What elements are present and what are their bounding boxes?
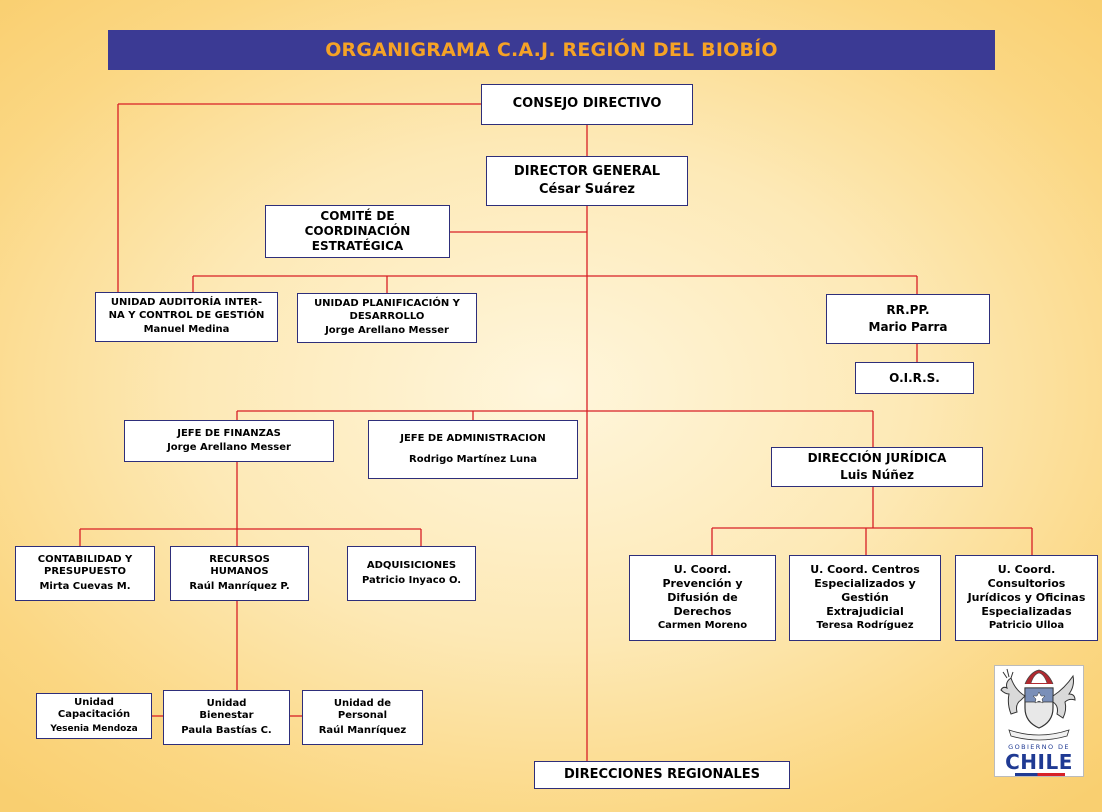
- node-recursos-humanos: RECURSOS HUMANOS Raúl Manríquez P.: [170, 546, 309, 601]
- node-title: DIRECTOR GENERAL: [513, 163, 661, 179]
- node-title: Unidad Bienestar: [199, 697, 254, 722]
- node-person: Teresa Rodríguez: [816, 620, 914, 632]
- node-person: Mario Parra: [868, 320, 948, 334]
- node-title: UNIDAD PLANIFICACIÓN Y DESARROLLO: [314, 298, 460, 322]
- node-person: Raúl Manríquez P.: [189, 580, 290, 592]
- node-title: DIRECCIÓN JURÍDICA: [807, 451, 947, 465]
- node-title: COMITÉ DE COORDINACIÓN ESTRATÉGICA: [304, 209, 411, 253]
- node-person: Patricio Ulloa: [988, 620, 1065, 632]
- node-unidad-auditoria: UNIDAD AUDITORÍA INTER- NA Y CONTROL DE …: [95, 292, 278, 342]
- node-person: Yesenia Mendoza: [50, 723, 138, 734]
- chart-title: ORGANIGRAMA C.A.J. REGIÓN DEL BIOBÍO: [108, 30, 995, 70]
- node-title: Unidad Capacitación: [57, 696, 131, 721]
- node-unidad-planificacion: UNIDAD PLANIFICACIÓN Y DESARROLLO Jorge …: [297, 293, 477, 343]
- node-person: Jorge Arellano Messer: [325, 325, 449, 337]
- logo-text-line2: CHILE: [1005, 750, 1073, 774]
- node-unidad-capacitacion: Unidad Capacitación Yesenia Mendoza: [36, 693, 152, 739]
- node-title: JEFE DE ADMINISTRACION: [400, 433, 546, 444]
- node-title: U. Coord. Prevención y Difusión de Derec…: [662, 563, 743, 618]
- node-title: JEFE DE FINANZAS: [177, 427, 281, 439]
- node-person: Carmen Moreno: [657, 620, 748, 632]
- node-unidad-bienestar: Unidad Bienestar Paula Bastías C.: [163, 690, 290, 745]
- node-title: ADQUISICIONES: [366, 560, 457, 571]
- node-person: Mirta Cuevas M.: [39, 580, 131, 592]
- logo-text-line1: GOBIERNO DE: [1008, 743, 1070, 751]
- node-person: Paula Bastías C.: [181, 724, 272, 736]
- node-title: U. Coord. Consultorios Jurídicos y Ofici…: [967, 563, 1086, 618]
- node-title: RR.PP.: [886, 303, 930, 317]
- node-jefe-finanzas: JEFE DE FINANZAS Jorge Arellano Messer: [124, 420, 334, 462]
- node-adquisiciones: ADQUISICIONES Patricio Inyaco O.: [347, 546, 476, 601]
- node-u-coord-consultorios: U. Coord. Consultorios Jurídicos y Ofici…: [955, 555, 1098, 641]
- node-contabilidad: CONTABILIDAD Y PRESUPUESTO Mirta Cuevas …: [15, 546, 155, 601]
- node-person: César Suárez: [539, 182, 635, 197]
- node-u-coord-prevencion: U. Coord. Prevención y Difusión de Derec…: [629, 555, 776, 641]
- node-direcciones-regionales: DIRECCIONES REGIONALES: [534, 761, 790, 789]
- node-direccion-juridica: DIRECCIÓN JURÍDICA Luis Núñez: [771, 447, 983, 487]
- node-unidad-personal: Unidad de Personal Raúl Manríquez: [302, 690, 423, 745]
- gobierno-de-chile-logo: GOBIERNO DE CHILE: [994, 665, 1084, 777]
- node-person: Luis Núñez: [840, 468, 914, 482]
- node-person: Raúl Manríquez: [318, 724, 407, 736]
- node-title: RECURSOS HUMANOS: [209, 553, 270, 578]
- node-person: Patricio Inyaco O.: [361, 574, 462, 586]
- node-u-coord-centros: U. Coord. Centros Especializados y Gesti…: [789, 555, 941, 641]
- coat-of-arms-icon: [1000, 668, 1076, 741]
- node-person: Rodrigo Martínez Luna: [409, 453, 537, 465]
- node-rrpp: RR.PP. Mario Parra: [826, 294, 990, 344]
- node-title: CONTABILIDAD Y PRESUPUESTO: [37, 553, 133, 578]
- node-title: UNIDAD AUDITORÍA INTER- NA Y CONTROL DE …: [108, 297, 265, 321]
- node-oirs: O.I.R.S.: [855, 362, 974, 394]
- node-title: O.I.R.S.: [889, 370, 940, 385]
- node-jefe-administracion: JEFE DE ADMINISTRACION Rodrigo Martínez …: [368, 420, 578, 479]
- node-title: Unidad de Personal: [333, 697, 392, 722]
- node-comite-coordinacion: COMITÉ DE COORDINACIÓN ESTRATÉGICA: [265, 205, 450, 258]
- node-title: CONSEJO DIRECTIVO: [512, 96, 662, 112]
- node-director-general: DIRECTOR GENERAL César Suárez: [486, 156, 688, 206]
- node-title: U. Coord. Centros Especializados y Gesti…: [810, 563, 920, 618]
- logo-flag-bar: [1015, 773, 1065, 776]
- node-person: Manuel Medina: [143, 324, 230, 336]
- node-person: Jorge Arellano Messer: [167, 442, 291, 453]
- node-title: DIRECCIONES REGIONALES: [563, 766, 761, 782]
- node-consejo-directivo: CONSEJO DIRECTIVO: [481, 84, 693, 125]
